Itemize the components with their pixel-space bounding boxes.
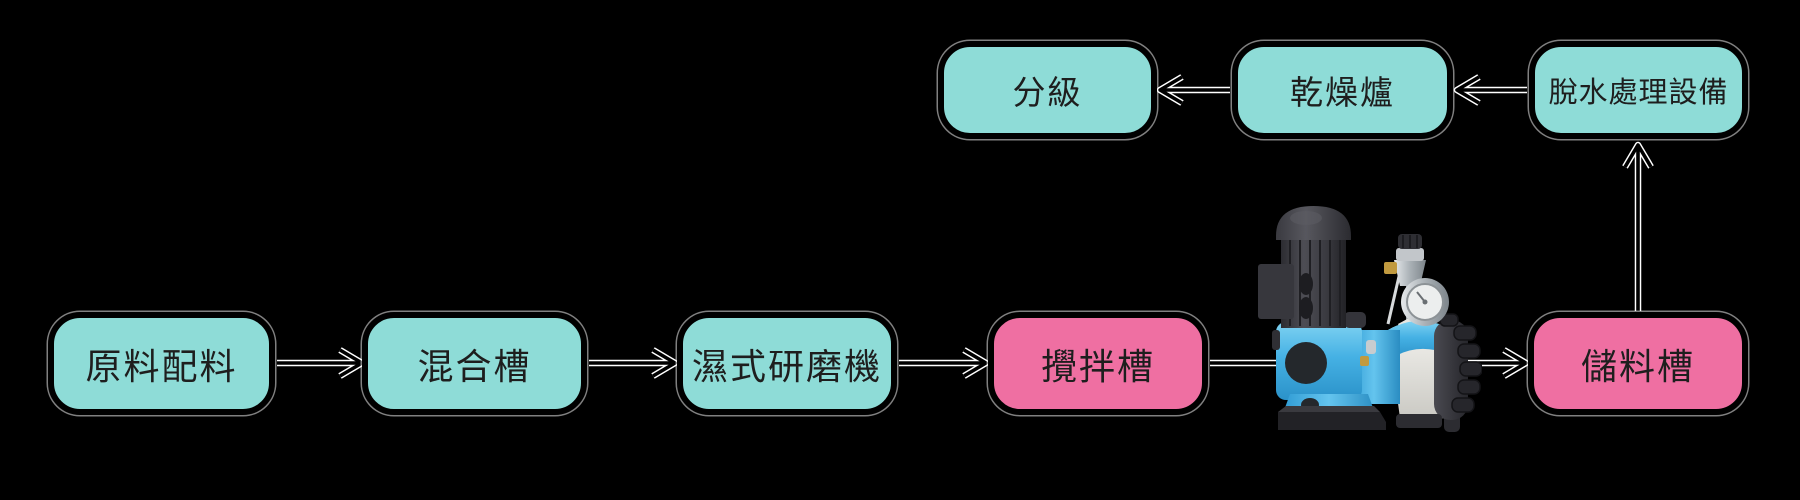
- diaphragm-pump-image: [1258, 206, 1482, 432]
- node-dewatering-equipment: 脫水處理設備: [1529, 41, 1748, 139]
- arrow-raw-to-mixing: [277, 347, 366, 379]
- node-label: 混合槽: [417, 346, 532, 388]
- node-raw-material: 原料配料: [48, 312, 275, 415]
- node-label: 分級: [1012, 73, 1083, 112]
- node-mixing-tank: 混合槽: [362, 312, 587, 415]
- arrow-storage-to-dewatering: [1622, 141, 1654, 311]
- node-stirring-tank: 攪拌槽: [988, 312, 1208, 415]
- node-wet-grinder: 濕式研磨機: [677, 312, 897, 415]
- node-label: 乾燥爐: [1290, 73, 1395, 112]
- pump-bolt-flange: [1434, 313, 1482, 420]
- arrow-dewatering-to-drying: [1453, 74, 1527, 106]
- node-storage-tank: 儲料槽: [1528, 312, 1748, 415]
- pump-body: [1272, 312, 1376, 400]
- node-label: 原料配料: [85, 346, 238, 388]
- node-label: 脫水處理設備: [1548, 75, 1729, 109]
- node-label: 攪拌槽: [1040, 346, 1155, 388]
- pump-pressure-gauge: [1401, 278, 1449, 326]
- arrow-mixing-to-grinder: [589, 347, 679, 379]
- arrow-drying-to-classification: [1156, 74, 1230, 106]
- node-label: 儲料槽: [1580, 346, 1695, 388]
- pump-base: [1278, 394, 1442, 430]
- node-drying-furnace: 乾燥爐: [1232, 41, 1453, 139]
- node-classification: 分級: [938, 41, 1157, 139]
- pump-motor: [1258, 206, 1351, 328]
- arrow-grinder-to-stirring: [899, 347, 990, 379]
- node-label: 濕式研磨機: [691, 346, 882, 388]
